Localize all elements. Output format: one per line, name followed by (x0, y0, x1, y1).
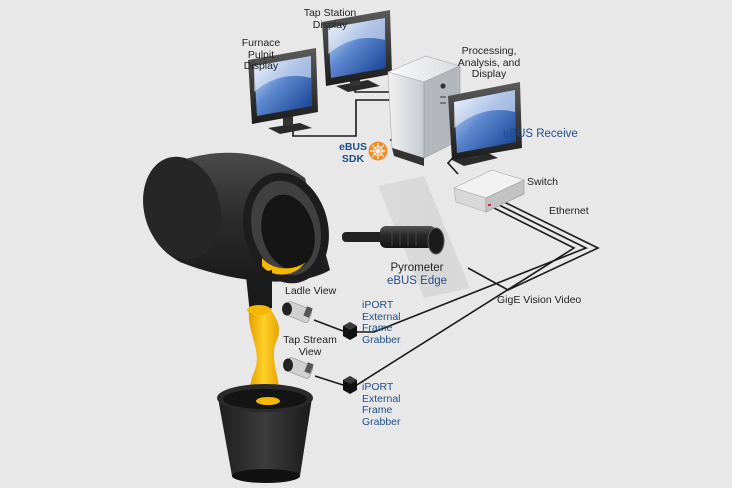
gige-vision-video-label: GigE Vision Video (497, 294, 582, 306)
network-switch (453, 169, 525, 213)
ebus-receive-label: eBUS Receive (503, 128, 578, 140)
processing-monitor (448, 82, 522, 166)
collecting-bucket (217, 384, 313, 483)
pyrometer (342, 176, 470, 298)
molten-metal-stream (248, 300, 280, 404)
tap-station-monitor (322, 10, 392, 92)
switch-label: Switch (527, 176, 558, 188)
ethernet-label: Ethernet (549, 205, 589, 217)
ebus-sdk-badge (368, 141, 388, 161)
furnace (143, 152, 330, 315)
tap-stream-camera (283, 357, 314, 379)
furnace-pulpit-monitor (248, 48, 318, 134)
camera-links (313, 319, 344, 386)
ladle-view-label: Ladle View (285, 285, 337, 297)
ladle-camera (282, 301, 313, 323)
ebus-edge-label: eBUS Edge (386, 275, 448, 287)
iport-frame-grabber-2 (343, 376, 357, 394)
pyrometer-label: Pyrometer (390, 262, 444, 274)
network-cables (292, 84, 600, 389)
iport-frame-grabber-1 (343, 322, 357, 340)
